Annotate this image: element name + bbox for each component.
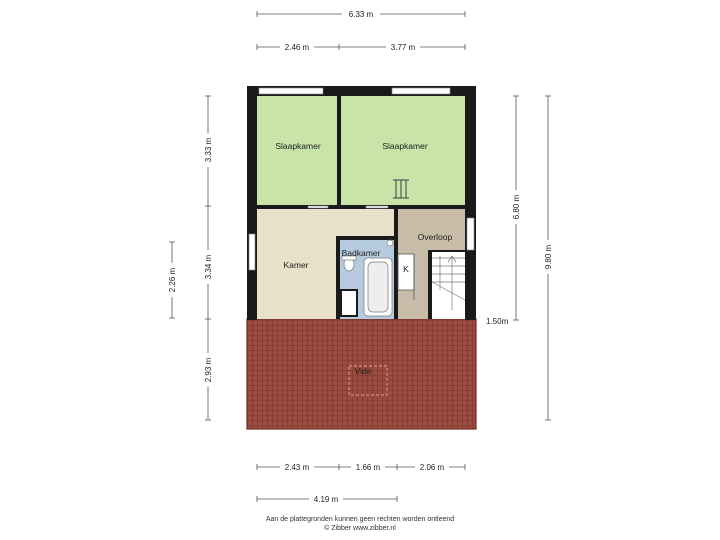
dimension-left-middle-label: 3.34 m xyxy=(204,254,213,279)
room-label-badkamer: Badkamer xyxy=(342,248,381,258)
dimension-bottom-1-label: 2.43 m xyxy=(285,463,310,472)
room-label-kamer: Kamer xyxy=(283,260,308,270)
windows xyxy=(248,87,475,271)
room-label-overloop: Overloop xyxy=(418,232,453,242)
dimension-right-inner: 6.80 m xyxy=(510,95,522,321)
dimension-top-total-label: 6.33 m xyxy=(349,10,374,19)
dimension-right-total: 9.80 m xyxy=(542,95,554,421)
walls xyxy=(247,86,476,320)
dimension-top-total: 6.33 m xyxy=(256,8,466,20)
dimension-left-top-label: 3.33 m xyxy=(204,137,213,162)
shower xyxy=(340,289,358,317)
sink xyxy=(386,239,394,247)
dimension-left-outer: 2.26 m xyxy=(166,241,178,319)
room-label-slaapkamer-right: Slaapkamer xyxy=(382,141,428,151)
dimension-left-bottom-label: 2.93 m xyxy=(204,357,213,382)
dimension-right-inner-label: 6.80 m xyxy=(512,194,521,219)
room-label-slaapkamer-left: Slaapkamer xyxy=(275,141,321,151)
bathroom-fixtures xyxy=(340,239,394,317)
dimension-left-outer-label: 2.26 m xyxy=(168,267,177,292)
stairs xyxy=(431,255,466,310)
roof-hatch xyxy=(348,365,388,396)
dimension-top-right-label: 3.77 m xyxy=(391,43,416,52)
dimension-bottom-total: 4.19 m xyxy=(256,493,398,505)
copyright-text: © Zibber www.zibber.nl xyxy=(324,525,396,532)
room-slaapkamer-right xyxy=(341,96,465,205)
dimension-bottom-3-label: 2.06 m xyxy=(420,463,445,472)
dimension-bottom-split: 2.43 m 1.66 m 2.06 m xyxy=(256,461,466,473)
disclaimer-text: Aan de plattegronden kunnen geen rechten… xyxy=(265,516,455,523)
vide-area xyxy=(247,319,476,429)
dimension-right-total-label: 9.80 m xyxy=(544,244,553,269)
ladder-radiator xyxy=(393,179,409,199)
dimension-top-split: 2.46 m 3.77 m xyxy=(256,41,466,53)
dimension-bottom-total-label: 4.19 m xyxy=(314,495,339,504)
dimension-top-left-label: 2.46 m xyxy=(285,43,310,52)
room-slaapkamer-left xyxy=(257,96,337,205)
room-label-vide: Vide xyxy=(355,366,372,376)
stairwell xyxy=(432,252,465,319)
dimension-stair-label: 1.50m xyxy=(486,317,509,326)
room-label-k: K xyxy=(403,264,409,274)
dimension-left-split: 3.33 m 3.34 m 2.93 m xyxy=(202,95,214,421)
dimension-bottom-2-label: 1.66 m xyxy=(356,463,381,472)
